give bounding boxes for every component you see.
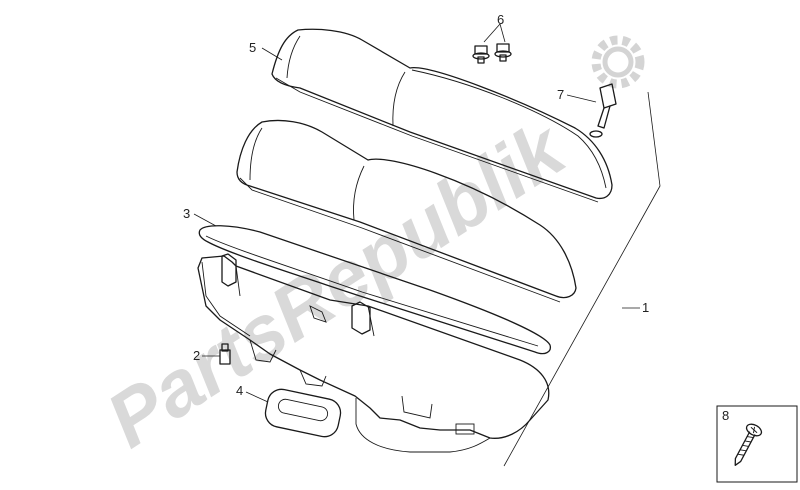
part-7-knob [589, 83, 617, 138]
part-2-bulb [219, 343, 231, 365]
callout-2: 2 [193, 348, 200, 363]
callout-8: 8 [722, 408, 729, 423]
part-5-cover [271, 28, 613, 203]
part-4-grommet [264, 388, 342, 438]
screw-icon [734, 423, 763, 466]
callout-5: 5 [249, 40, 256, 55]
lens-housing [236, 119, 577, 303]
part-6-screws [472, 43, 512, 64]
assembly-bracket [503, 91, 661, 467]
callout-1: 1 [642, 300, 649, 315]
callout-6: 6 [497, 12, 504, 27]
gear-icon [591, 35, 645, 89]
leader-lines [193, 23, 640, 403]
inset-part-8: 8 [716, 405, 798, 483]
part-1-instrument-body [197, 253, 550, 453]
callout-3: 3 [183, 206, 190, 221]
part-3-gasket [198, 225, 551, 355]
watermark: PartsRepublik [91, 35, 645, 464]
callout-labels: 1 2 3 4 5 6 7 [183, 12, 649, 398]
callout-7: 7 [557, 87, 564, 102]
callout-4: 4 [236, 383, 243, 398]
